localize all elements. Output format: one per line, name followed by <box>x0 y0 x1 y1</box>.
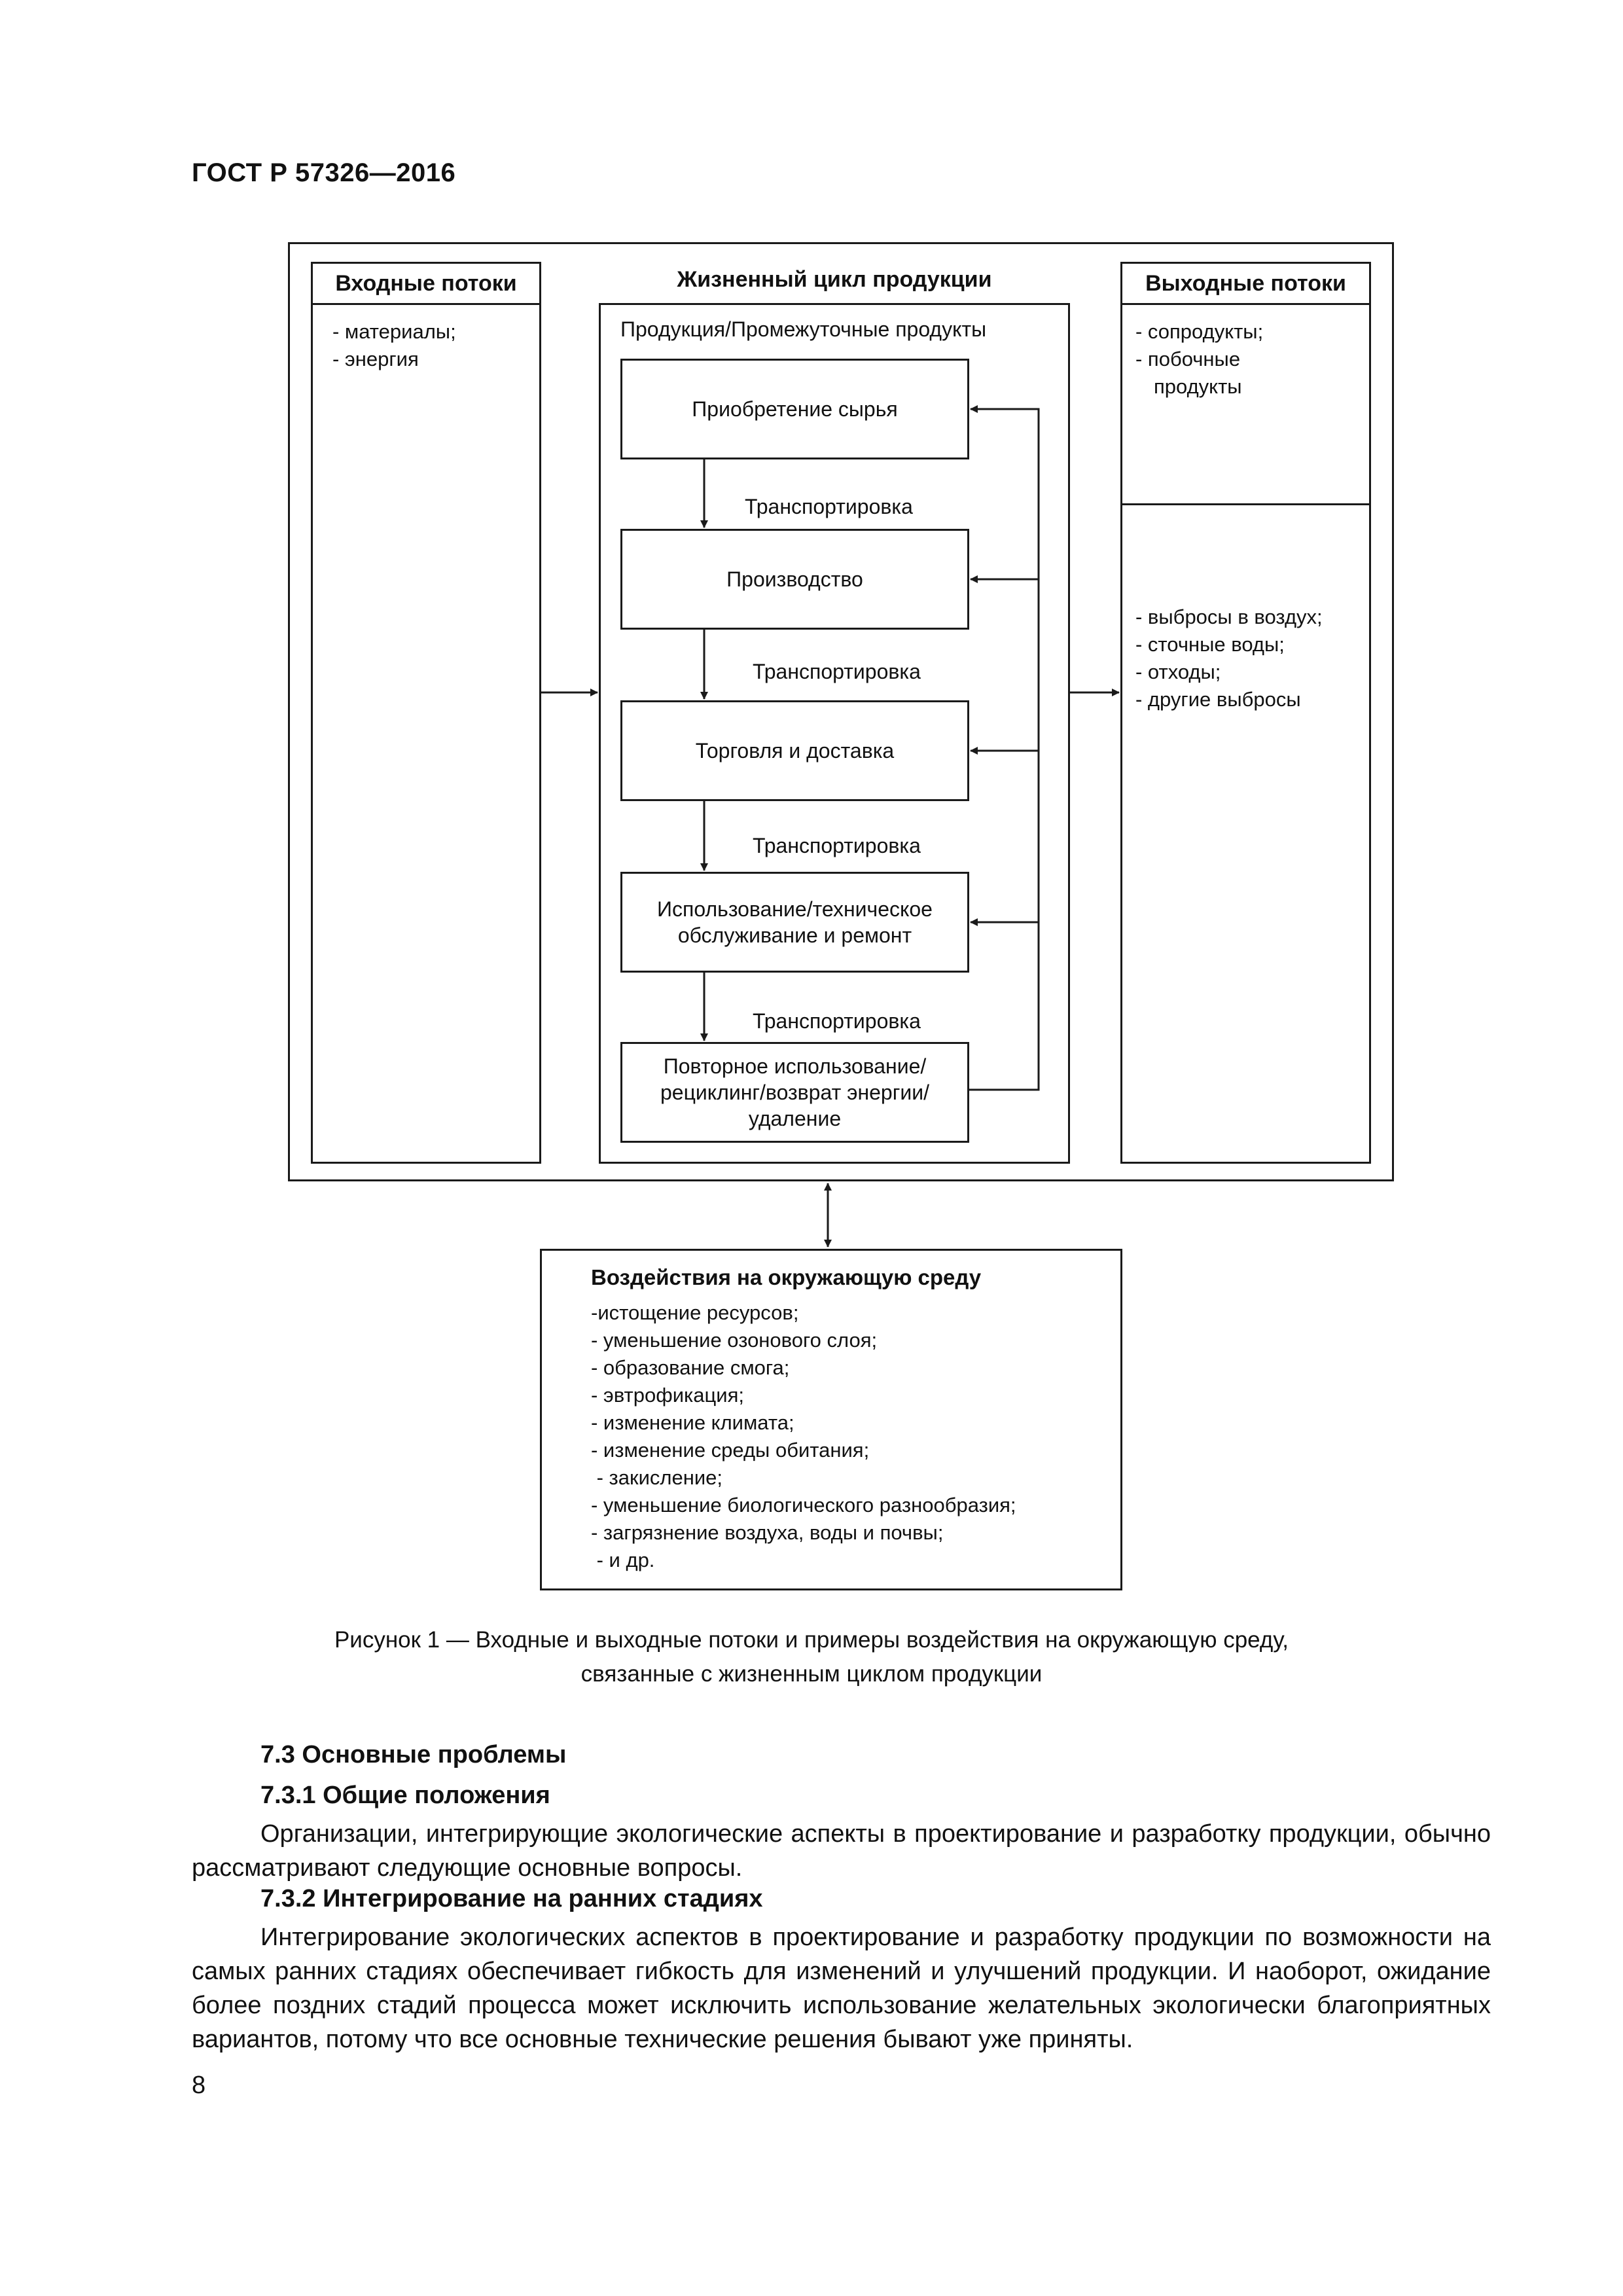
stage-end-of-life: Повторное использование/ рециклинг/возвр… <box>620 1042 969 1143</box>
transport-label: Транспортировка <box>753 834 921 857</box>
outputs-item: - сточные воды; <box>1135 633 1285 656</box>
figure-caption: Рисунок 1 — Входные и выходные потоки и … <box>196 1623 1427 1691</box>
outputs-lower-list: - выбросы в воздух; - сточные воды; - от… <box>1122 505 1369 713</box>
stage-production: Производство <box>620 529 969 630</box>
section-7-3-1-text: Организации, интегрирующие экологические… <box>192 1820 1491 1882</box>
impacts-item: - изменение среды обитания; <box>591 1439 870 1462</box>
impacts-item: - эвтрофикация; <box>591 1384 744 1407</box>
section-7-3-title: 7.3 Основные проблемы <box>260 1741 567 1768</box>
caption-line: Рисунок 1 — Входные и выходные потоки и … <box>334 1627 1289 1653</box>
lifecycle-title: Жизненный цикл продукции <box>677 267 992 292</box>
stage-trade-delivery: Торговля и доставка <box>620 700 969 801</box>
impacts-item: -истощение ресурсов; <box>591 1301 799 1324</box>
outputs-item: продукты <box>1154 375 1242 398</box>
lifecycle-subtitle: Продукция/Промежуточные продукты <box>620 317 987 341</box>
outputs-item: - отходы; <box>1135 660 1221 683</box>
section-7-3-2-text: Интегрирование экологических аспектов в … <box>192 1924 1491 2053</box>
section-7-3-2-title: 7.3.2 Интегрирование на ранних стадиях <box>260 1885 763 1912</box>
outputs-upper-list: - сопродукты; - побочные продукты <box>1122 305 1369 505</box>
transport-label: Транспортировка <box>753 1009 921 1033</box>
impacts-item: - уменьшение озонового слоя; <box>591 1329 878 1352</box>
outputs-column: Выходные потоки - сопродукты; - побочные… <box>1120 262 1371 1164</box>
section-7-3-1-title: 7.3.1 Общие положения <box>260 1782 550 1809</box>
document-header: ГОСТ Р 57326—2016 <box>192 158 456 187</box>
page-number: 8 <box>192 2072 206 2099</box>
transport-label: Транспортировка <box>745 495 913 518</box>
impacts-item: - уменьшение биологического разнообразия… <box>591 1494 1016 1516</box>
inputs-title: Входные потоки <box>313 264 539 305</box>
inputs-item: - энергия <box>332 348 419 370</box>
impacts-item: - изменение климата; <box>591 1411 794 1434</box>
outputs-item: - сопродукты; <box>1135 320 1264 343</box>
impacts-list: -истощение ресурсов; - уменьшение озонов… <box>591 1299 1120 1574</box>
feedback-loop-line <box>969 405 1040 1091</box>
impacts-item: - закисление; <box>591 1466 723 1489</box>
transport-label: Транспортировка <box>753 660 921 683</box>
outputs-item: - побочные <box>1135 348 1241 370</box>
inputs-list: - материалы; - энергия <box>313 305 539 373</box>
caption-line: связанные с жизненным циклом продукции <box>580 1661 1043 1687</box>
outputs-title: Выходные потоки <box>1122 264 1369 305</box>
stage-raw-materials: Приобретение сырья <box>620 359 969 459</box>
impacts-title: Воздействия на окружающую среду <box>591 1265 982 1289</box>
impacts-box: Воздействия на окружающую среду -истощен… <box>540 1249 1122 1590</box>
impacts-item: - и др. <box>591 1549 655 1571</box>
impacts-item: - загрязнение воздуха, воды и почвы; <box>591 1521 944 1544</box>
stage-use-maintenance: Использование/техническое обслуживание и… <box>620 872 969 973</box>
inputs-item: - материалы; <box>332 320 456 343</box>
impacts-item: - образование смога; <box>591 1356 790 1379</box>
inputs-column: Входные потоки - материалы; - энергия <box>311 262 541 1164</box>
outputs-item: - другие выбросы <box>1135 688 1301 711</box>
diagram-frame <box>288 242 1394 1181</box>
outputs-item: - выбросы в воздух; <box>1135 605 1323 628</box>
